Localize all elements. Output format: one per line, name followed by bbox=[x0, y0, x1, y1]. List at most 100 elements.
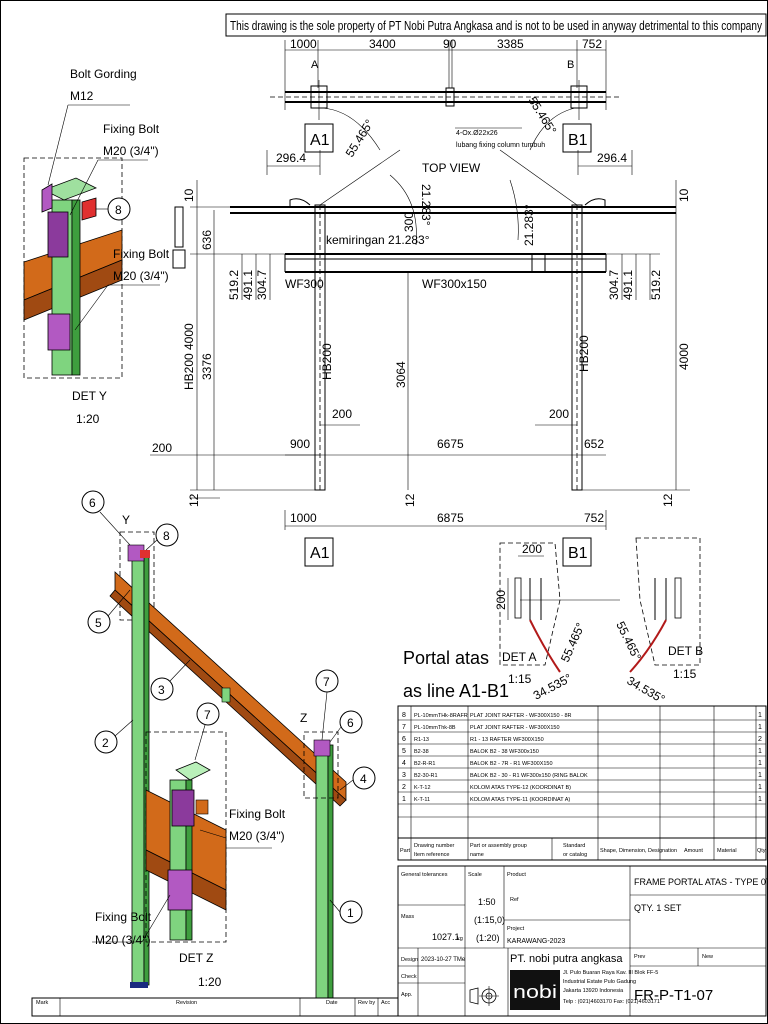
portal-title-line2: as line A1-B1 bbox=[403, 681, 509, 701]
part-qty-2: 1 bbox=[758, 784, 762, 791]
isometric-view: 6 8 5 3 2 7 7 6 4 1 Y Z bbox=[81, 490, 376, 1012]
rev-by: Rev by bbox=[358, 1000, 375, 1006]
iso-balloon-1: 1 bbox=[347, 906, 354, 920]
mass-unit: kg bbox=[457, 936, 463, 942]
part-no-3: 3 bbox=[402, 772, 406, 779]
dim-top-90: 90 bbox=[443, 37, 457, 51]
det-a-title: DET A bbox=[502, 650, 536, 664]
dim-6675: 6675 bbox=[437, 437, 464, 451]
offset-left: 296.4 bbox=[276, 151, 306, 165]
part-drawing-6: R1-13 bbox=[414, 737, 429, 743]
tag-b1-top: B1 bbox=[568, 132, 588, 149]
det-b-title: DET B bbox=[668, 644, 703, 658]
portal-title-line1: Portal atas bbox=[403, 648, 489, 668]
hdr-amount: Amount bbox=[684, 848, 703, 854]
tag-b1-bottom: B1 bbox=[568, 545, 588, 562]
iso-balloon-6-left: 6 bbox=[89, 496, 96, 510]
hdr-or-catalog: or catalog bbox=[563, 852, 587, 858]
dim-519-left: 519.2 bbox=[227, 270, 241, 300]
dim-12-mid: 12 bbox=[403, 493, 417, 507]
hole-note-2: lubang fixing column tumbuh bbox=[456, 142, 545, 149]
dim-top-3385: 3385 bbox=[497, 37, 524, 51]
part-no-2: 2 bbox=[402, 784, 406, 791]
iso-balloon-7-right: 7 bbox=[323, 675, 330, 689]
part-drawing-3: B2-30-R1 bbox=[414, 773, 438, 779]
part-name-3: BALOK B2 - 30 - R1 WF300x150 (RING BALOK bbox=[470, 773, 588, 779]
design-label: Design bbox=[401, 957, 418, 963]
part-drawing-2: K-T-12 bbox=[414, 785, 431, 791]
det-a-angle-1: 55.465° bbox=[558, 620, 588, 664]
bolt-gording-size: M12 bbox=[70, 89, 94, 103]
det-y: Bolt Gording M12 Fixing Bolt M20 (3/4") … bbox=[23, 67, 170, 426]
hdr-material: Material bbox=[717, 848, 737, 854]
new-label: New bbox=[702, 954, 713, 960]
dim-304-right: 304.7 bbox=[607, 270, 621, 300]
phone-fax: Telp : (021)4603170 Fax: (021)4603171 bbox=[563, 999, 660, 1005]
det-z-scale: 1:20 bbox=[198, 975, 222, 989]
dim-304-left: 304.7 bbox=[255, 270, 269, 300]
part-name-7: PLAT JOINT RAFTER - WF300X150 bbox=[470, 725, 560, 731]
drawing-title: FRAME PORTAL ATAS - TYPE 07 bbox=[634, 877, 768, 887]
logo-text: nobi bbox=[513, 982, 557, 1002]
dim-3064: 3064 bbox=[394, 361, 408, 388]
part-drawing-8: PL-10mmTHk-8RAFR bbox=[414, 713, 468, 719]
iso-label-y: Y bbox=[122, 513, 130, 527]
rafter-mid-label: WF300x150 bbox=[422, 277, 487, 291]
dim-300: 300 bbox=[402, 212, 416, 232]
top-view-title: TOP VIEW bbox=[422, 161, 481, 175]
det-y-scale: 1:20 bbox=[76, 412, 100, 426]
iso-balloon-5: 5 bbox=[95, 616, 102, 630]
angle-elev-left: 21.283° bbox=[419, 184, 433, 226]
fixing-bolt-z1-label: Fixing Bolt bbox=[229, 807, 286, 821]
ownership-notice: This drawing is the sole property of PT … bbox=[230, 18, 762, 33]
rev-acc: Acc bbox=[381, 1000, 390, 1006]
parts-list: 8 PL-10mmTHk-8RAFR PLAT JOINT RAFTER - W… bbox=[397, 705, 767, 861]
dim-636: 636 bbox=[200, 230, 214, 250]
column-left-label: HB200 bbox=[182, 353, 196, 390]
nobi-logo: nobi bbox=[510, 970, 560, 1010]
company-name: PT. nobi putra angkasa bbox=[510, 953, 623, 965]
hdr-standard: Standard bbox=[563, 843, 585, 849]
part-drawing-1: K-T-11 bbox=[414, 797, 430, 803]
fixing-bolt-y2-size: M20 (3/4") bbox=[113, 269, 169, 283]
dim-3376: 3376 bbox=[200, 353, 214, 380]
projection-symbol-icon bbox=[469, 986, 499, 1006]
general-tolerances: General tolerances bbox=[401, 872, 448, 878]
det-z: Fixing Bolt M20 (3/4") Fixing Bolt M20 (… bbox=[92, 731, 286, 989]
part-no-6: 6 bbox=[402, 736, 406, 743]
address-2: Industrial Estate Pulo Gadung bbox=[563, 979, 636, 985]
part-no-7: 7 bbox=[402, 724, 406, 731]
angle-elev-right: 21.283° bbox=[522, 204, 536, 246]
grid-b-label: B bbox=[567, 59, 574, 71]
iso-balloon-8: 8 bbox=[163, 529, 170, 543]
design-value: 2023-10-27 TMe bbox=[421, 957, 466, 963]
part-no-8: 8 bbox=[402, 712, 406, 719]
fixing-bolt-y1-size: M20 (3/4") bbox=[103, 144, 159, 158]
rev-revision: Revision bbox=[176, 1000, 197, 1006]
elevation-view: 296.4 296.4 21.283° 21.283° kemiringan 2… bbox=[150, 149, 691, 567]
fixing-bolt-y1-label: Fixing Bolt bbox=[103, 122, 160, 136]
bolt-gording-label: Bolt Gording bbox=[70, 67, 137, 81]
check-label: Check bbox=[401, 974, 417, 980]
slope-label: kemiringan 21.283° bbox=[326, 233, 430, 247]
mass-label: Mass bbox=[401, 914, 414, 920]
iso-balloon-6-right: 6 bbox=[347, 716, 354, 730]
dim-4000-left: 4000 bbox=[182, 323, 196, 350]
dim-900: 900 bbox=[290, 437, 310, 451]
dim-6875: 6875 bbox=[437, 511, 464, 525]
part-qty-1: 1 bbox=[758, 796, 762, 803]
dim-1000-bottom: 1000 bbox=[290, 511, 317, 525]
part-qty-5: 1 bbox=[758, 748, 762, 755]
top-view: 1000 3400 90 3385 752 A B A1 B1 55.465° … bbox=[270, 37, 622, 175]
det-a-scale: 1:15 bbox=[508, 672, 532, 686]
angle-top-right: 55.465° bbox=[525, 94, 559, 137]
rev-date: Date bbox=[326, 1000, 338, 1006]
product-label: Product bbox=[507, 872, 526, 878]
column-right-label: HB200 bbox=[577, 335, 591, 372]
iso-balloon-2: 2 bbox=[102, 736, 109, 750]
det-a-dim-200-h: 200 bbox=[522, 542, 542, 556]
hole-note-1: 4-Ox.Ø22x26 bbox=[456, 130, 498, 137]
fixing-bolt-z2-label: Fixing Bolt bbox=[95, 910, 152, 924]
rev-mark: Mark bbox=[36, 1000, 48, 1006]
part-drawing-4: B2-R-R1 bbox=[414, 761, 435, 767]
